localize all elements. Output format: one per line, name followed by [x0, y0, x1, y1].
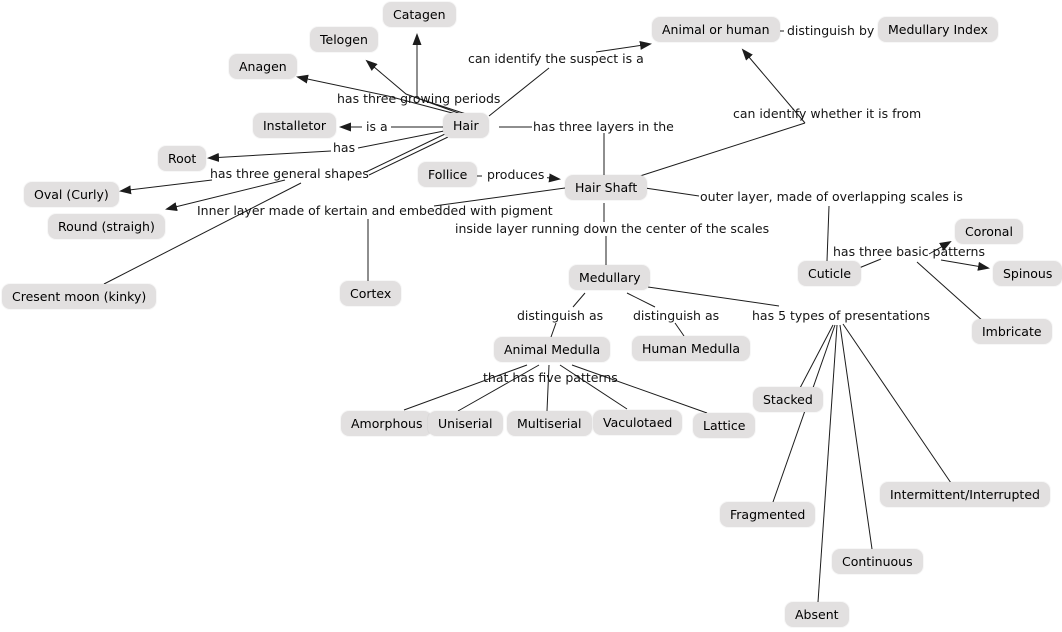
node-anagen[interactable]: Anagen	[229, 54, 297, 79]
node-uniserial[interactable]: Uniserial	[428, 411, 503, 436]
edge-distas-left-1	[572, 292, 586, 308]
node-human-medulla[interactable]: Human Medulla	[632, 336, 750, 361]
edge-pres-fragmented	[772, 324, 836, 503]
node-medullary[interactable]: Medullary	[569, 265, 651, 290]
edge-pres-continuous	[839, 324, 873, 550]
node-oval-curly[interactable]: Oval (Curly)	[24, 182, 119, 207]
link-distinguish-by: distinguish by	[784, 24, 878, 38]
node-amorphous[interactable]: Amorphous	[341, 411, 433, 436]
edge-hair-telogen	[365, 59, 462, 115]
edge-distas-right-1	[626, 292, 656, 308]
link-five-presentations: has 5 types of presentations	[752, 308, 931, 323]
edge-inner-1	[433, 187, 566, 207]
link-has: has	[333, 140, 356, 155]
edge-shaft-identify-1	[639, 122, 806, 177]
node-hair[interactable]: Hair	[443, 113, 489, 138]
node-multiserial[interactable]: Multiserial	[507, 411, 592, 436]
edge-shapes-2	[368, 136, 449, 176]
node-imbricate[interactable]: Imbricate	[972, 319, 1052, 344]
node-round-straigh[interactable]: Round (straigh)	[48, 214, 165, 239]
link-general-shapes: has three general shapes	[210, 166, 369, 181]
node-vaculotaed[interactable]: Vaculotaed	[593, 410, 683, 435]
edge-patterns-1	[858, 258, 882, 269]
node-hair-shaft[interactable]: Hair Shaft	[565, 175, 648, 200]
link-basic-patterns: has three basic patterns	[833, 244, 985, 259]
node-spinous[interactable]: Spinous	[993, 261, 1062, 286]
link-produces: produces	[484, 168, 548, 182]
edge-pat-lattice	[571, 364, 708, 414]
edge-shapes-1	[365, 133, 446, 173]
node-cuticle[interactable]: Cuticle	[798, 261, 862, 286]
link-outer-layer: outer layer, made of overlapping scales …	[700, 189, 963, 204]
edge-presentations-stem	[647, 286, 780, 307]
edge-patterns-imbricate	[916, 261, 985, 323]
link-distinguish-as-right: distinguish as	[633, 308, 720, 323]
node-continuous[interactable]: Continuous	[832, 549, 923, 574]
node-follice[interactable]: Follice	[418, 162, 478, 187]
edge-distas-right-2	[674, 322, 685, 337]
edge-pres-stacked	[799, 324, 834, 389]
node-installetor[interactable]: Installetor	[253, 113, 337, 138]
link-identify-suspect: can identify the suspect is a	[468, 51, 644, 66]
link-distinguish-as-left: distinguish as	[517, 308, 604, 323]
edge-patterns-coronal	[928, 241, 952, 255]
edge-shapes-cresent	[103, 182, 302, 285]
node-catagen[interactable]: Catagen	[383, 2, 456, 27]
edge-pat-amorphous	[403, 364, 528, 411]
edge-hair-suspect-1	[488, 67, 550, 117]
link-inside-layer: inside layer running down the center of …	[455, 221, 770, 236]
link-three-layers: has three layers in the	[533, 119, 674, 134]
node-animal-medulla[interactable]: Animal Medulla	[494, 337, 611, 362]
node-animal-or-human[interactable]: Animal or human	[652, 17, 780, 42]
node-cresent-moon-kinky[interactable]: Cresent moon (kinky)	[2, 284, 157, 309]
edge-pres-intermittent	[842, 323, 952, 484]
edge-distas-left-2	[550, 322, 557, 338]
edge-outer-1	[644, 187, 700, 197]
edge-has-1	[357, 130, 445, 149]
link-growing-periods: has three growing periods	[337, 91, 501, 106]
node-cortex[interactable]: Cortex	[340, 281, 402, 306]
edge-pat-uniserial	[457, 364, 540, 412]
node-intermittent-interrupted[interactable]: Intermittent/Interrupted	[880, 482, 1050, 507]
edge-has-2	[207, 150, 332, 162]
edge-shaft-identify-2	[741, 48, 806, 124]
node-coronal[interactable]: Coronal	[955, 219, 1023, 244]
edge-hair-anagen	[296, 74, 457, 115]
link-identify-from: can identify whether it is from	[733, 106, 922, 121]
link-five-patterns: that has five patterns	[483, 370, 618, 385]
edge-outer-2	[826, 205, 830, 262]
edge-pres-absent	[817, 324, 838, 603]
link-is-a: is a	[363, 120, 391, 134]
node-lattice[interactable]: Lattice	[693, 413, 756, 438]
edge-shapes-round	[165, 179, 286, 211]
node-absent[interactable]: Absent	[785, 602, 849, 627]
edge-hair-suspect-2	[595, 41, 652, 53]
edge-shapes-oval	[119, 179, 213, 195]
edge-patterns-spinous	[940, 259, 990, 271]
edge-pat-multiserial	[546, 364, 550, 412]
node-fragmented[interactable]: Fragmented	[720, 502, 816, 527]
node-telogen[interactable]: Telogen	[310, 27, 378, 52]
node-medullary-index[interactable]: Medullary Index	[878, 17, 998, 42]
node-stacked[interactable]: Stacked	[753, 387, 823, 412]
node-root[interactable]: Root	[158, 146, 207, 171]
link-inner-layer: Inner layer made of kertain and embedded…	[197, 203, 553, 218]
edge-pat-vaculotaed	[559, 364, 628, 410]
